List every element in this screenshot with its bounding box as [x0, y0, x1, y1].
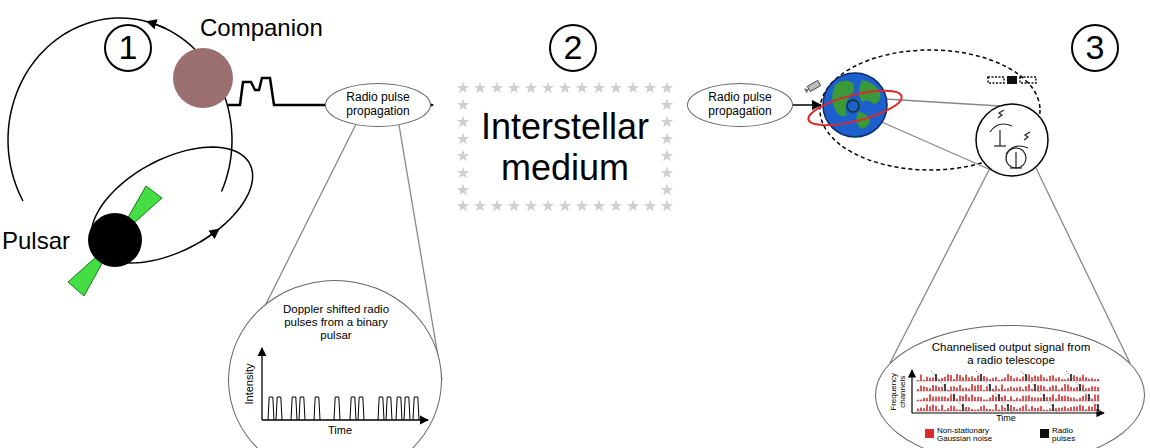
axis-label: Intensity	[243, 364, 255, 405]
star	[576, 200, 588, 212]
telescope-dish	[990, 124, 1012, 132]
star	[627, 82, 639, 94]
node-text: Radio pulse propagation	[340, 91, 416, 119]
telescope-site	[847, 100, 859, 112]
node-text: Pulsar	[2, 227, 70, 255]
star	[457, 167, 469, 179]
star	[491, 82, 503, 94]
zoom-ellipse: Channelised output signal from a radio t…	[875, 325, 1145, 448]
axis-label: Frequency channels	[890, 369, 908, 415]
legend-swatch	[1040, 429, 1049, 438]
star	[593, 82, 605, 94]
node-text: 3	[1086, 28, 1105, 67]
spacecraft-body	[807, 80, 820, 91]
satellite-orbit	[805, 84, 904, 132]
spacecraft	[804, 80, 821, 93]
star	[610, 82, 622, 94]
orbit-path	[8, 18, 232, 201]
step-number-circle: 3	[1071, 24, 1119, 72]
zoom-leader-line	[868, 98, 1000, 106]
node-text: Doppler shifted radio pulses from a bina…	[274, 303, 398, 343]
legend-swatch	[925, 429, 934, 438]
telescope-highlight	[1006, 148, 1026, 168]
legend-item: Radio pulses	[1040, 427, 1092, 444]
propagation-ellipse: Radio pulse propagation	[325, 83, 431, 127]
orbit-path	[200, 229, 219, 242]
star	[627, 200, 639, 212]
satellite	[988, 76, 1036, 84]
star	[661, 133, 673, 145]
star	[525, 200, 537, 212]
star	[508, 82, 520, 94]
star	[525, 82, 537, 94]
star	[644, 82, 656, 94]
zoom-ellipse: Doppler shifted radio pulses from a bina…	[228, 280, 442, 448]
star	[661, 116, 673, 128]
star	[661, 200, 673, 212]
spacecraft-nozzle	[804, 86, 810, 93]
node-text: 1	[119, 28, 138, 67]
star	[457, 99, 469, 111]
connector	[431, 104, 433, 106]
star	[457, 184, 469, 196]
node-text: Radio pulse propagation	[702, 91, 778, 119]
legend-item: Non-stationary Gaussian noise	[925, 427, 1001, 444]
telescope-zoom-circle	[976, 104, 1048, 176]
star	[457, 116, 469, 128]
step-number-circle: 1	[104, 24, 152, 72]
axis-label: Time	[996, 414, 1016, 424]
star	[474, 82, 486, 94]
solar-panel	[1020, 77, 1036, 83]
step-number-circle: 2	[549, 24, 597, 72]
star	[508, 200, 520, 212]
star	[457, 133, 469, 145]
telescope-base	[994, 145, 1006, 146]
satellite-body	[1007, 76, 1017, 84]
node-text: Channelised output signal from a radio t…	[928, 341, 1094, 367]
axis-label: Time	[328, 424, 352, 436]
star	[593, 200, 605, 212]
star	[491, 200, 503, 212]
star	[474, 200, 486, 212]
solar-panel	[988, 77, 1004, 83]
star	[661, 167, 673, 179]
interstellar-medium-box: Interstellar medium	[433, 82, 697, 212]
companion-star: Companion	[173, 48, 233, 108]
star	[661, 184, 673, 196]
legend-text: Non-stationary Gaussian noise	[937, 427, 1001, 444]
radio-telescopes	[990, 110, 1030, 168]
star	[610, 200, 622, 212]
node-text: Companion	[200, 14, 323, 42]
star	[457, 200, 469, 212]
legend-text: Radio pulses	[1052, 427, 1092, 444]
telescope-mount	[999, 130, 1000, 146]
star	[559, 200, 571, 212]
star	[661, 99, 673, 111]
star	[542, 82, 554, 94]
star	[457, 82, 469, 94]
telescope-mount	[1015, 152, 1016, 168]
pulse-profile	[228, 78, 330, 105]
star	[661, 150, 673, 162]
node-text: 2	[564, 28, 583, 67]
star	[457, 150, 469, 162]
node-text: Interstellar medium	[433, 106, 697, 189]
star	[644, 200, 656, 212]
orbit-path	[147, 22, 165, 29]
pulsar-star: Pulsar	[88, 213, 142, 267]
star	[559, 82, 571, 94]
star	[542, 200, 554, 212]
star	[661, 82, 673, 94]
propagation-ellipse: Radio pulse propagation	[687, 83, 793, 127]
earth	[823, 73, 887, 137]
star	[576, 82, 588, 94]
radio-wave	[998, 110, 1004, 118]
radio-wave	[1024, 132, 1030, 140]
